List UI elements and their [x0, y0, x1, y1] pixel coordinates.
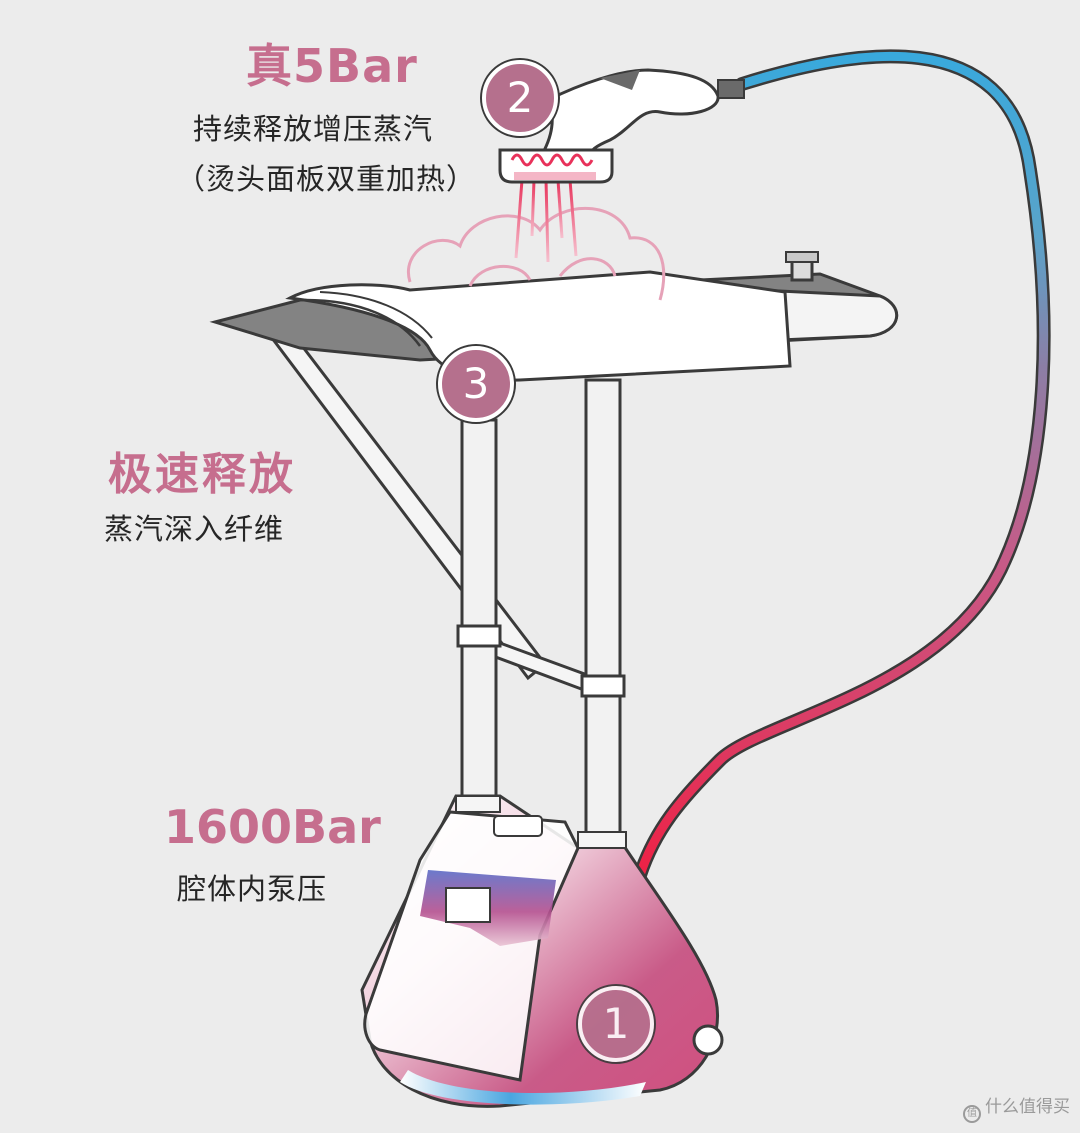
- steam-cloud: [406, 207, 666, 301]
- right-pole: [584, 378, 622, 842]
- badge-number-2: 2: [482, 60, 558, 136]
- watermark: 值什么值得买: [963, 1092, 1070, 1123]
- badge-number-1: 1: [578, 986, 654, 1062]
- wheel: [692, 1024, 724, 1056]
- steam-jets: [514, 179, 578, 263]
- badge-number-3: 3: [438, 346, 514, 422]
- left-pole: [460, 418, 498, 802]
- feature-pump-title: 1600Bar: [164, 800, 381, 854]
- watermark-text: 什么值得买: [985, 1097, 1070, 1117]
- feature-fast-release-title: 极速释放: [108, 449, 296, 500]
- feature-fast-release-description: 蒸汽深入纤维: [104, 512, 285, 546]
- feature-pressure-note: （烫头面板双重加热）: [176, 162, 477, 196]
- steam-hose: [633, 49, 1051, 882]
- feature-pressure-title: 真5Bar: [246, 39, 418, 93]
- feature-pump-description: 腔体内泵压: [177, 872, 328, 906]
- watermark-logo-icon: 值: [963, 1105, 981, 1123]
- feature-pressure-description: 持续释放增压蒸汽: [193, 112, 434, 146]
